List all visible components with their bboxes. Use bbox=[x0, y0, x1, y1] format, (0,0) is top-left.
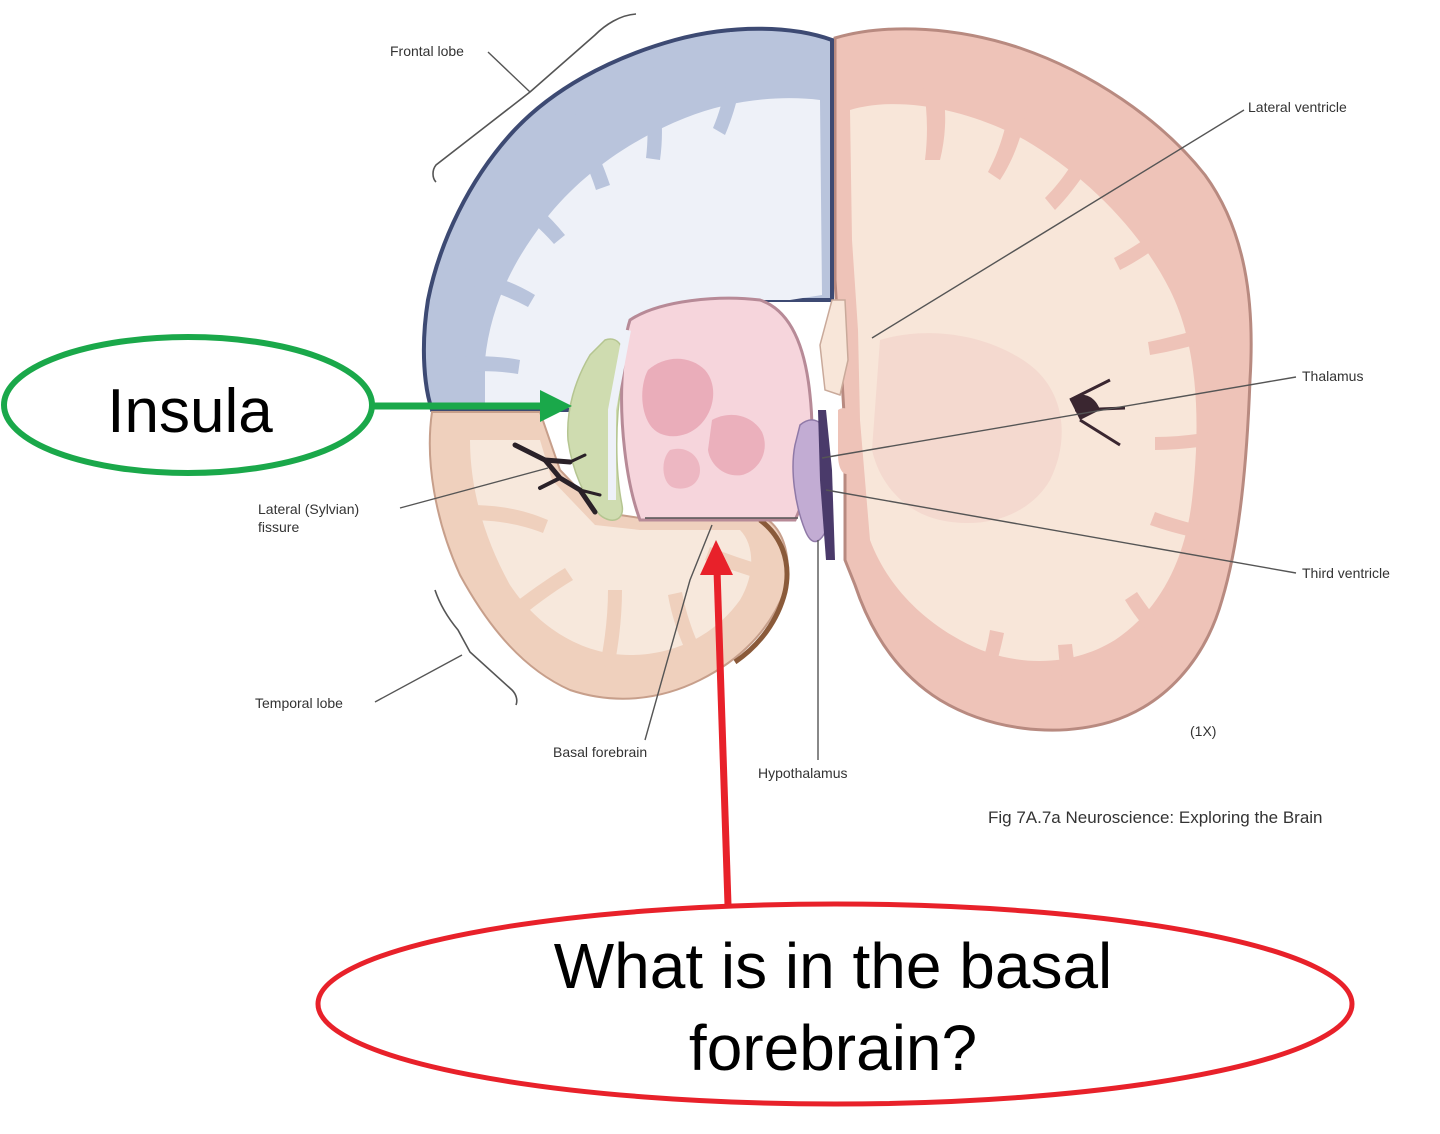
question-callout: What is in the basal forebrain? bbox=[315, 540, 1355, 1107]
lateral-fissure-label-line2: fissure bbox=[258, 519, 299, 535]
third-ventricle-label: Third ventricle bbox=[1302, 565, 1390, 581]
basal-forebrain-leader bbox=[644, 524, 713, 741]
question-ellipse bbox=[315, 901, 1355, 1107]
question-callout-line2: forebrain? bbox=[689, 1012, 977, 1084]
frontal-lobe-leader bbox=[487, 51, 531, 93]
basal-forebrain-label: Basal forebrain bbox=[553, 744, 647, 760]
right-basal-ganglia bbox=[872, 333, 1062, 524]
frontal-lobe-label: Frontal lobe bbox=[390, 43, 464, 59]
figure-caption: Fig 7A.7a Neuroscience: Exploring the Br… bbox=[988, 808, 1323, 827]
hypothalamus-label: Hypothalamus bbox=[758, 765, 848, 781]
basal-ganglia bbox=[608, 296, 814, 522]
lateral-ventricle bbox=[819, 299, 849, 396]
third-ventricle bbox=[818, 410, 835, 560]
magnification-label: (1X) bbox=[1190, 723, 1216, 739]
question-arrow-head bbox=[700, 540, 733, 575]
insula-callout-text: Insula bbox=[107, 377, 273, 446]
striatum bbox=[642, 358, 714, 437]
left-hemisphere bbox=[421, 26, 849, 412]
lateral-ventricle-leader bbox=[871, 109, 1245, 339]
third-ventricle-leader bbox=[825, 489, 1297, 574]
insula-callout: Insula bbox=[1, 334, 572, 476]
insula-arrow-head bbox=[540, 390, 572, 422]
thalamus-region bbox=[792, 408, 855, 560]
lateral-fissure-leader bbox=[399, 467, 549, 509]
question-arrow-line bbox=[713, 569, 732, 906]
temporal-lobe-bracket bbox=[434, 589, 518, 706]
temporal-lobe-label: Temporal lobe bbox=[255, 695, 343, 711]
insula-ellipse bbox=[1, 334, 375, 476]
thalamus-label: Thalamus bbox=[1302, 368, 1363, 384]
right-hemisphere bbox=[833, 27, 1253, 732]
frontal-white-matter bbox=[485, 98, 822, 405]
thalamus-leader bbox=[821, 376, 1297, 459]
lateral-fissure bbox=[512, 442, 602, 515]
question-callout-line1: What is in the basal bbox=[554, 930, 1113, 1002]
temporal-lobe bbox=[428, 411, 790, 700]
lateral-fissure-label-line1: Lateral (Sylvian) bbox=[258, 501, 359, 517]
lateral-ventricle-label: Lateral ventricle bbox=[1248, 99, 1347, 115]
temporal-lobe-leader bbox=[374, 654, 463, 703]
leader-lines bbox=[374, 51, 1297, 760]
